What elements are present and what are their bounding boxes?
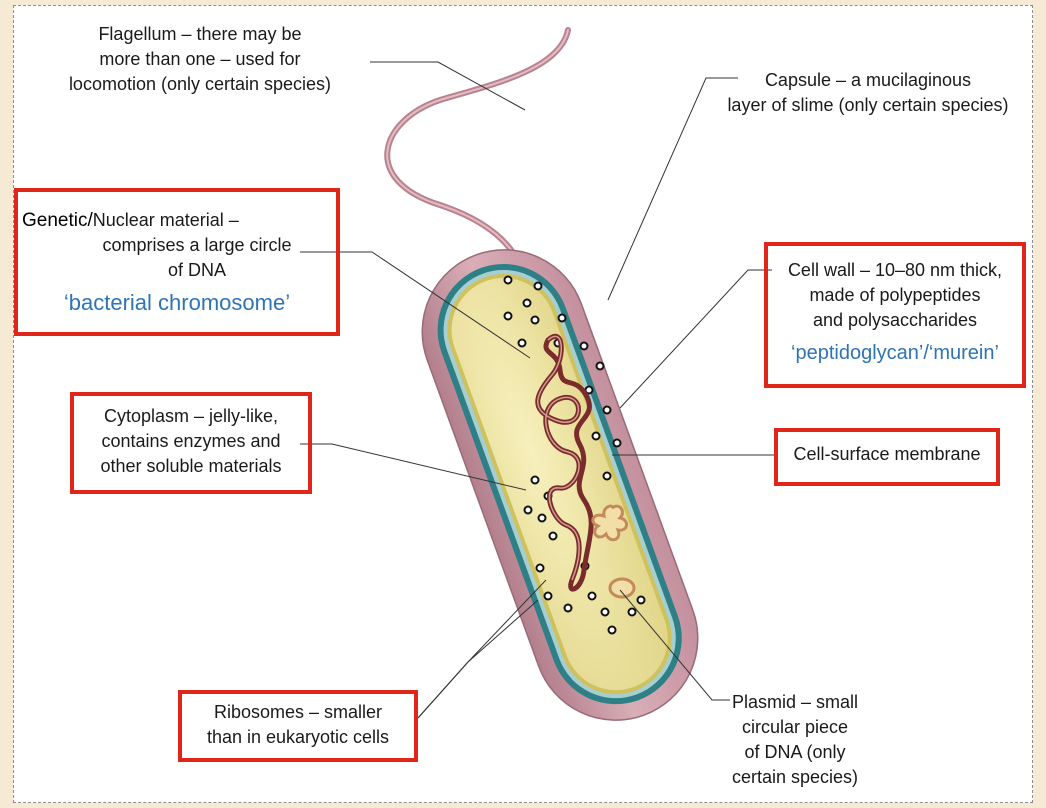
genetic-label-line: of DNA — [167, 260, 227, 280]
cytoplasm-highlight-box — [70, 392, 312, 494]
cell-wall-label-line: Cell wall – 10–80 nm thick, — [787, 260, 1003, 280]
genetic-material-title: Genetic/Nuclear material – — [22, 208, 332, 233]
leader-lines — [300, 61, 776, 719]
cytoplasm-label-line: contains enzymes and — [101, 431, 281, 451]
genetic-material-label: Genetic/Nuclear material – comprises a l… — [22, 208, 332, 317]
plasmid-label-line: circular piece — [741, 717, 849, 737]
ribosomes-leader-2 — [417, 599, 539, 719]
genetic-rest: Nuclear material – — [92, 210, 239, 230]
flagellum-label-line: locomotion (only certain species) — [68, 74, 332, 94]
capsule-leader — [607, 77, 738, 301]
plasmid-label-line: Plasmid – small — [731, 692, 859, 712]
cytoplasm-label-line: other soluble materials — [100, 456, 282, 476]
flagellum-label-line: Flagellum – there may be — [98, 24, 302, 44]
cell-wall-label-line: and polysaccharides — [812, 310, 978, 330]
ribosomes-highlight-box — [178, 690, 418, 762]
plasmid-label-line: certain species) — [731, 767, 859, 787]
flagellum-leader — [370, 61, 526, 111]
genetic-prefix: Genetic/ — [22, 210, 93, 231]
capsule-label: Capsule – a mucilaginous layer of slime … — [708, 68, 1028, 118]
plasmid-leader — [619, 589, 730, 701]
membrane-label: Cell-surface membrane — [793, 444, 981, 464]
peptidoglycan-term: ‘peptidoglycan’/‘murein’ — [791, 342, 999, 364]
flagellum-label: Flagellum – there may be more than one –… — [50, 22, 350, 97]
ribosomes-label-line: than in eukaryotic cells — [206, 727, 390, 747]
ribosomes-label-line: Ribosomes – smaller — [213, 702, 383, 722]
genetic-material-highlight-box — [14, 188, 340, 336]
flagellum-label-line: more than one – used for — [99, 49, 301, 69]
plasmid — [591, 504, 628, 542]
capsule-label-line: layer of slime (only certain species) — [727, 95, 1009, 115]
cell-wall-label: Cell wall – 10–80 nm thick, made of poly… — [768, 258, 1022, 367]
cell-wall-label-line: made of polypeptides — [809, 285, 981, 305]
plasmid-small — [608, 577, 636, 599]
bacterial-chromosome-term: ‘bacterial chromosome’ — [63, 290, 291, 315]
cytoplasm-label-line: Cytoplasm – jelly-like, — [103, 406, 279, 426]
plasmid-label: Plasmid – small circular piece of DNA (o… — [720, 690, 870, 790]
ribosomes-label: Ribosomes – smaller than in eukaryotic c… — [182, 700, 414, 750]
cell-wall-leader — [619, 269, 772, 409]
plasmid-label-line: of DNA (only — [744, 742, 846, 762]
membrane-highlight-box — [774, 428, 1000, 486]
cytoplasm-label: Cytoplasm – jelly-like, contains enzymes… — [74, 404, 308, 479]
capsule-label-line: Capsule – a mucilaginous — [764, 70, 972, 90]
genetic-label-line: comprises a large circle — [102, 235, 292, 255]
cell-wall-highlight-box — [764, 242, 1026, 388]
genetic-leader — [300, 251, 531, 359]
